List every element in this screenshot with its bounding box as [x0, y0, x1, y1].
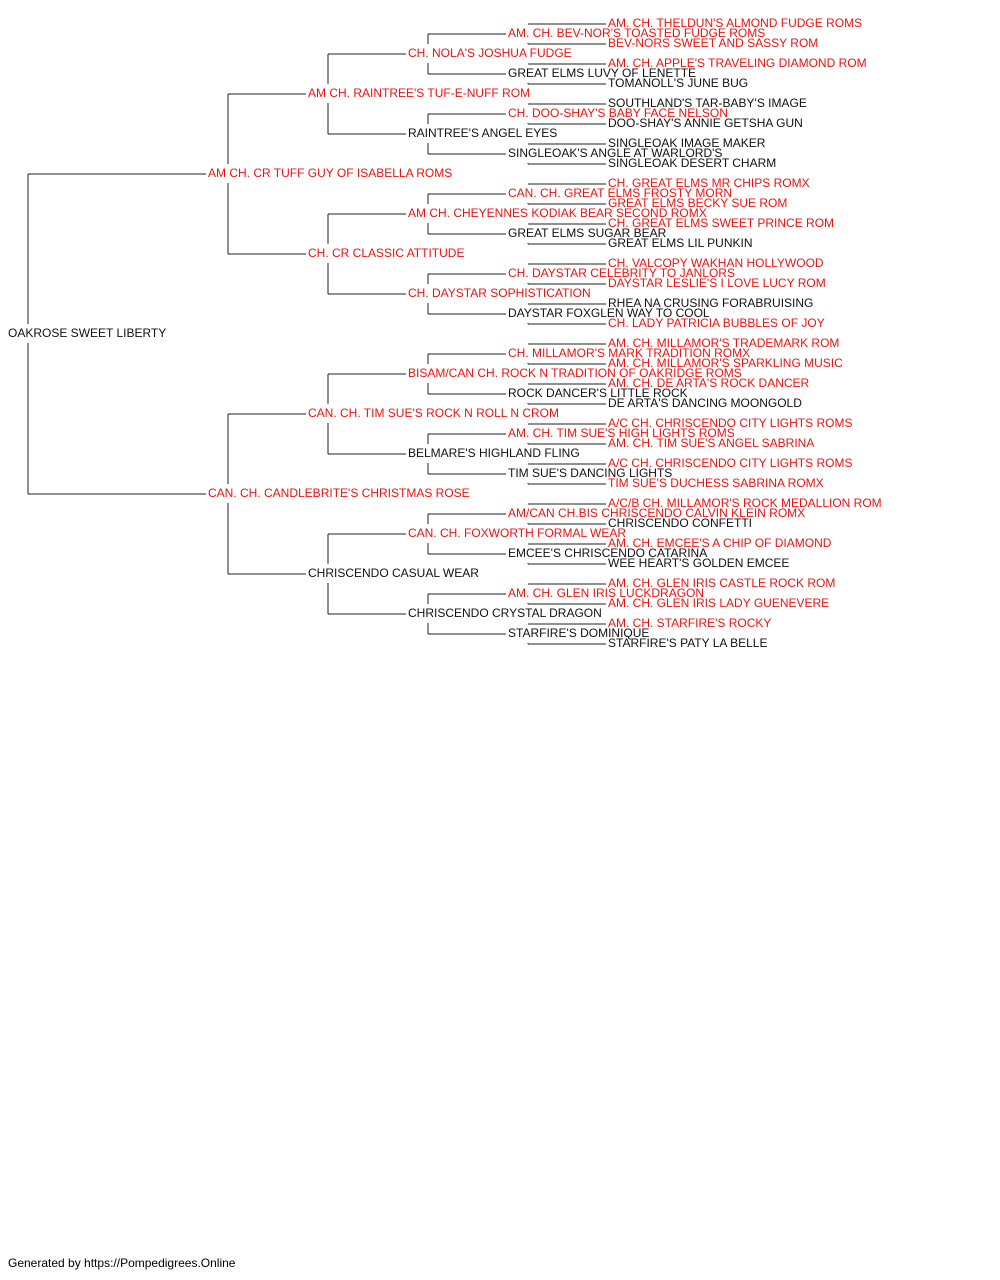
- ancestor-gen2-1: AM CH. RAINTREE'S TUF-E-NUFF ROM: [308, 86, 530, 100]
- ancestor-gen5-22: AM. CH. TIM SUE'S ANGEL SABRINA: [608, 436, 814, 450]
- ancestor-gen5-17: AM. CH. MILLAMOR'S TRADEMARK ROM: [608, 336, 839, 350]
- ancestor-gen5-13: CH. VALCOPY WAKHAN HOLLYWOOD: [608, 256, 824, 270]
- ancestor-gen3-8: CHRISCENDO CRYSTAL DRAGON: [408, 606, 602, 620]
- ancestor-gen4-9: CH. MILLAMOR'S MARK TRADITION ROMX: [508, 346, 750, 360]
- ancestor-gen1-1: AM CH. CR TUFF GUY OF ISABELLA ROMS: [208, 166, 452, 180]
- ancestor-gen2-2: CH. CR CLASSIC ATTITUDE: [308, 246, 464, 260]
- ancestor-gen3-3: AM CH. CHEYENNES KODIAK BEAR SECOND ROMX: [408, 206, 707, 220]
- ancestor-gen5-18: AM. CH. MILLAMOR'S SPARKLING MUSIC: [608, 356, 843, 370]
- ancestor-gen4-5: CAN. CH. GREAT ELMS FROSTY MORN: [508, 186, 732, 200]
- ancestor-gen5-28: WEE HEART'S GOLDEN EMCEE: [608, 556, 789, 570]
- ancestor-gen4-13: AM/CAN CH.BIS CHRISCENDO CALVIN KLEIN RO…: [508, 506, 805, 520]
- ancestor-gen5-32: STARFIRE'S PATY LA BELLE: [608, 636, 767, 650]
- ancestor-gen4-16: STARFIRE'S DOMINIQUE: [508, 626, 649, 640]
- ancestor-gen3-6: BELMARE'S HIGHLAND FLING: [408, 446, 580, 460]
- ancestor-gen5-26: CHRISCENDO CONFETTI: [608, 516, 752, 530]
- ancestor-gen5-25: A/C/B CH. MILLAMOR'S ROCK MEDALLION ROM: [608, 496, 882, 510]
- ancestor-gen5-12: GREAT ELMS LIL PUNKIN: [608, 236, 753, 250]
- ancestor-gen5-19: AM. CH. DE ARTA'S ROCK DANCER: [608, 376, 810, 390]
- ancestor-gen5-30: AM. CH. GLEN IRIS LADY GUENEVERE: [608, 596, 829, 610]
- ancestor-gen5-21: A/C CH. CHRISCENDO CITY LIGHTS ROMS: [608, 416, 852, 430]
- ancestor-gen4-14: EMCEE'S CHRISCENDO CATARINA: [508, 546, 707, 560]
- ancestor-gen5-6: DOO-SHAY'S ANNIE GETSHA GUN: [608, 116, 803, 130]
- ancestor-gen5-5: SOUTHLAND'S TAR-BABY'S IMAGE: [608, 96, 807, 110]
- ancestor-gen4-10: ROCK DANCER'S LITTLE ROCK: [508, 386, 688, 400]
- ancestor-gen3-5: BISAM/CAN CH. ROCK N TRADITION OF OAKRID…: [408, 366, 742, 380]
- ancestor-gen1-2: CAN. CH. CANDLEBRITE'S CHRISTMAS ROSE: [208, 486, 470, 500]
- ancestor-gen4-3: CH. DOO-SHAY'S BABY FACE NELSON: [508, 106, 728, 120]
- subject-name: OAKROSE SWEET LIBERTY: [8, 326, 166, 340]
- ancestor-gen4-4: SINGLEOAK'S ANGLE AT WARLORD'S: [508, 146, 722, 160]
- ancestor-gen5-27: AM. CH. EMCEE'S A CHIP OF DIAMOND: [608, 536, 832, 550]
- footer-credit: Generated by https://Pompedigrees.Online: [8, 1256, 236, 1270]
- ancestor-gen5-9: CH. GREAT ELMS MR CHIPS ROMX: [608, 176, 810, 190]
- ancestor-gen5-31: AM. CH. STARFIRE'S ROCKY: [608, 616, 771, 630]
- ancestor-gen3-1: CH. NOLA'S JOSHUA FUDGE: [408, 46, 572, 60]
- ancestor-gen5-7: SINGLEOAK IMAGE MAKER: [608, 136, 766, 150]
- ancestor-gen3-7: CAN. CH. FOXWORTH FORMAL WEAR: [408, 526, 626, 540]
- ancestor-gen4-2: GREAT ELMS LUVY OF LENETTE: [508, 66, 696, 80]
- ancestor-gen5-2: BEV-NORS SWEET AND SASSY ROM: [608, 36, 818, 50]
- ancestor-gen5-24: TIM SUE'S DUCHESS SABRINA ROMX: [608, 476, 824, 490]
- ancestor-gen5-29: AM. CH. GLEN IRIS CASTLE ROCK ROM: [608, 576, 835, 590]
- ancestor-gen2-3: CAN. CH. TIM SUE'S ROCK N ROLL N CROM: [308, 406, 559, 420]
- ancestor-gen5-1: AM. CH. THELDUN'S ALMOND FUDGE ROMS: [608, 16, 862, 30]
- ancestor-gen4-8: DAYSTAR FOXGLEN WAY TO COOL: [508, 306, 710, 320]
- ancestor-gen5-11: CH. GREAT ELMS SWEET PRINCE ROM: [608, 216, 834, 230]
- ancestor-gen5-8: SINGLEOAK DESERT CHARM: [608, 156, 776, 170]
- ancestor-gen3-4: CH. DAYSTAR SOPHISTICATION: [408, 286, 591, 300]
- ancestor-gen5-4: TOMANOLL'S JUNE BUG: [608, 76, 748, 90]
- ancestor-gen4-6: GREAT ELMS SUGAR BEAR: [508, 226, 667, 240]
- ancestor-gen5-15: RHEA NA CRUSING FORABRUISING: [608, 296, 813, 310]
- ancestor-gen2-4: CHRISCENDO CASUAL WEAR: [308, 566, 479, 580]
- ancestor-gen4-15: AM. CH. GLEN IRIS LUCKDRAGON: [508, 586, 704, 600]
- ancestor-gen5-3: AM. CH. APPLE'S TRAVELING DIAMOND ROM: [608, 56, 867, 70]
- ancestor-gen4-11: AM. CH. TIM SUE'S HIGH LIGHTS ROMS: [508, 426, 735, 440]
- ancestor-gen5-10: GREAT ELMS BECKY SUE ROM: [608, 196, 787, 210]
- ancestor-gen5-20: DE ARTA'S DANCING MOONGOLD: [608, 396, 802, 410]
- ancestor-gen5-16: CH. LADY PATRICIA BUBBLES OF JOY: [608, 316, 825, 330]
- ancestor-gen4-12: TIM SUE'S DANCING LIGHTS: [508, 466, 672, 480]
- ancestor-gen4-7: CH. DAYSTAR CELEBRITY TO JANLORS: [508, 266, 735, 280]
- ancestor-gen5-14: DAYSTAR LESLIE'S I LOVE LUCY ROM: [608, 276, 826, 290]
- ancestor-gen4-1: AM. CH. BEV-NOR'S TOASTED FUDGE ROMS: [508, 26, 765, 40]
- ancestor-gen3-2: RAINTREE'S ANGEL EYES: [408, 126, 557, 140]
- ancestor-gen5-23: A/C CH. CHRISCENDO CITY LIGHTS ROMS: [608, 456, 852, 470]
